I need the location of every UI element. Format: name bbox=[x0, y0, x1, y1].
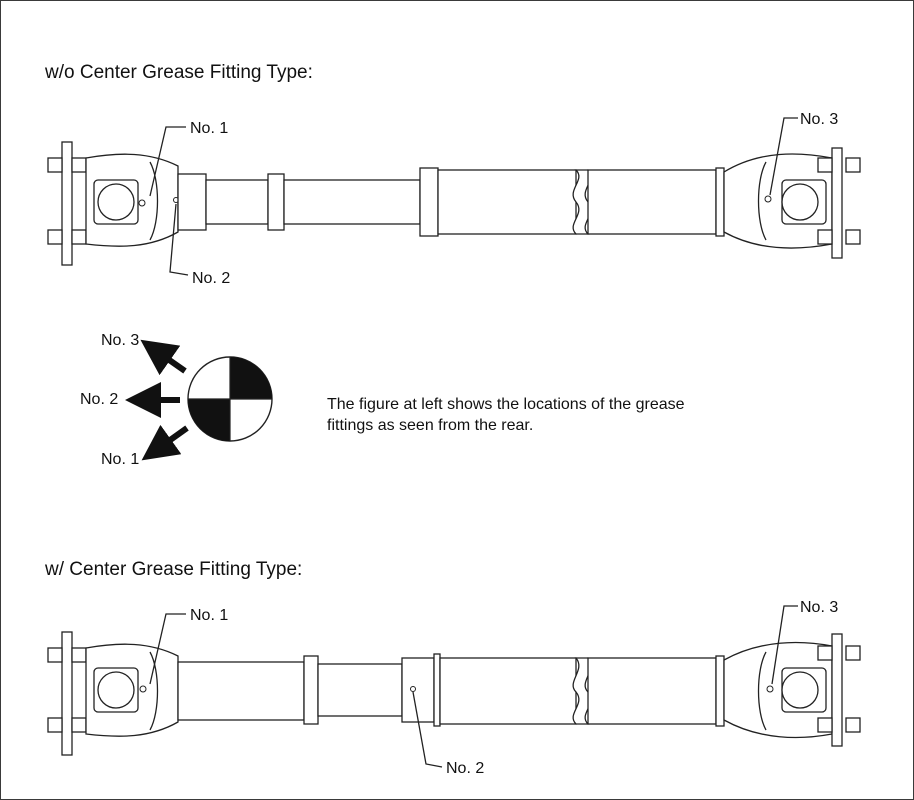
left-flange bbox=[47, 141, 87, 266]
left-flange-bottom bbox=[47, 631, 87, 756]
leader-no1-top bbox=[149, 126, 186, 197]
leader-no3-bottom bbox=[771, 605, 798, 685]
right-universal-joint bbox=[723, 153, 833, 249]
section-title-without-center: w/o Center Grease Fitting Type: bbox=[45, 62, 313, 83]
rear-view-symbol bbox=[125, 339, 273, 461]
leader-no3-top bbox=[769, 117, 798, 196]
arrow-no1 bbox=[141, 424, 189, 461]
rear-view-caption: The figure at left shows the locations o… bbox=[327, 394, 685, 436]
callout-no1-top: No. 1 bbox=[190, 120, 228, 137]
callout-no1-bottom: No. 1 bbox=[190, 607, 228, 624]
propeller-shaft-with-center bbox=[47, 605, 861, 768]
rear-label-no3: No. 3 bbox=[101, 332, 139, 349]
grease-fitting-no2-bottom bbox=[410, 686, 416, 692]
right-flange bbox=[817, 147, 861, 259]
leader-no2-top bbox=[169, 203, 189, 276]
grease-fitting-no1-top bbox=[138, 199, 146, 207]
propeller-shaft-without-center bbox=[47, 117, 861, 276]
callout-no2-top: No. 2 bbox=[192, 270, 230, 287]
section-title-with-center: w/ Center Grease Fitting Type: bbox=[45, 559, 303, 580]
callout-no3-bottom: No. 3 bbox=[800, 599, 838, 616]
caption-line-2: fittings as seen from the rear. bbox=[327, 417, 534, 434]
rear-label-no2: No. 2 bbox=[80, 391, 118, 408]
callout-no2-bottom: No. 2 bbox=[446, 760, 484, 777]
grease-fitting-no3-bottom bbox=[766, 685, 774, 693]
arrow-no3 bbox=[140, 339, 187, 376]
caption-line-1: The figure at left shows the locations o… bbox=[327, 396, 685, 413]
right-universal-joint-bottom bbox=[723, 641, 833, 739]
right-flange-bottom bbox=[817, 633, 861, 747]
left-universal-joint-bottom bbox=[85, 643, 179, 737]
left-universal-joint bbox=[85, 153, 179, 247]
grease-fitting-no1-bottom bbox=[139, 685, 147, 693]
leader-no2-bottom bbox=[412, 691, 443, 768]
rear-label-no1: No. 1 bbox=[101, 451, 139, 468]
grease-fitting-no3-top bbox=[764, 195, 772, 203]
callout-no3-top: No. 3 bbox=[800, 111, 838, 128]
leader-no1-bottom bbox=[149, 613, 186, 685]
